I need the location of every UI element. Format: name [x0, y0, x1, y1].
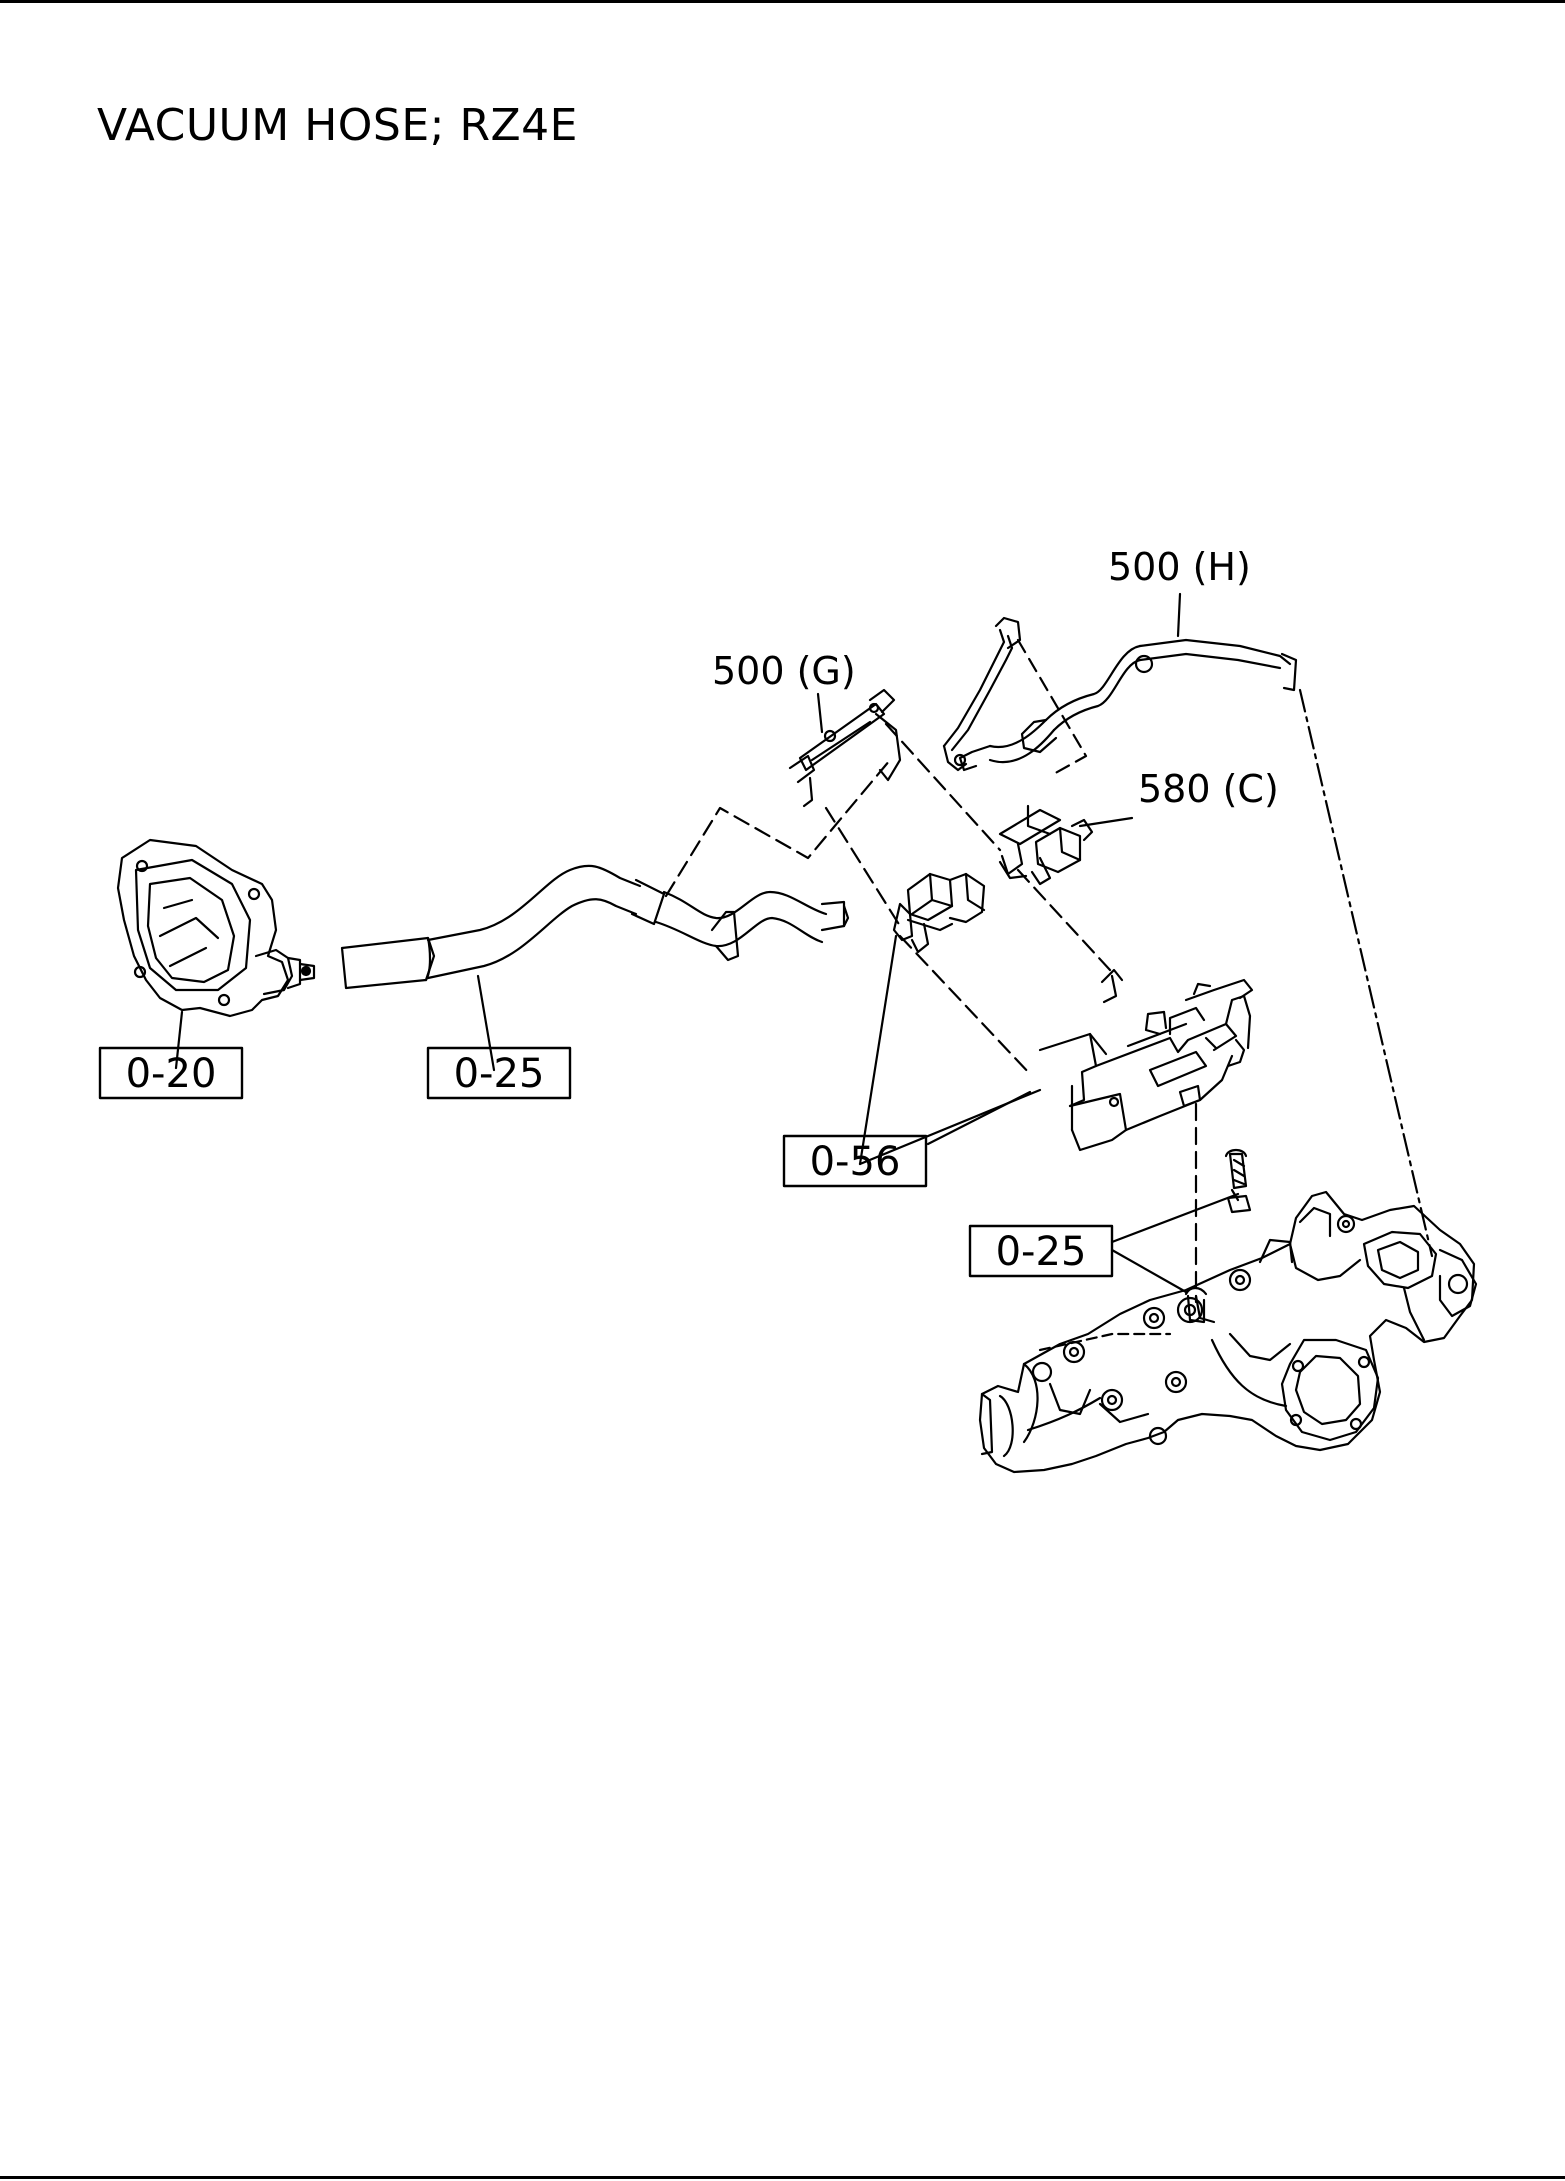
- callout-pump: 0-20: [126, 1051, 217, 1097]
- page-title: VACUUM HOSE; RZ4E: [97, 100, 578, 151]
- callout-valve-c: 580 (C): [1138, 767, 1279, 811]
- callout-box-hose: [426, 1046, 572, 1100]
- leader-056-c: [926, 1090, 1032, 1146]
- callout-box-pump: [98, 1046, 244, 1100]
- intake-manifold: [978, 1190, 1478, 1474]
- leader-025-lower-b: [1110, 1248, 1188, 1294]
- dashed-align-2: [898, 934, 1032, 1076]
- callout-hose: 0-25: [454, 1051, 545, 1097]
- callout-box-bolt: [968, 1224, 1114, 1278]
- dashed-align-3: [1016, 868, 1112, 972]
- leader-025-lower-a: [1110, 1192, 1240, 1244]
- hose-dashed-link: [664, 758, 892, 898]
- solenoid-bracket: [1038, 968, 1254, 1152]
- top-border: [0, 0, 1565, 3]
- solenoid-valve-lower: [892, 872, 986, 954]
- bottom-border: [0, 2176, 1565, 2179]
- callout-box-bracket: [782, 1134, 928, 1188]
- pipe-assembly-g: [788, 688, 902, 808]
- dashed-align-1: [824, 806, 902, 928]
- solenoid-valve-upper: [998, 804, 1134, 886]
- vacuum-pump: [116, 838, 316, 1070]
- callout-pipe-h: 500 (H): [1108, 545, 1251, 589]
- callout-pipe-g: 500 (G): [712, 649, 856, 693]
- pipe-assembly-h: [942, 592, 1298, 778]
- leader-056-a: [858, 934, 898, 1166]
- bolt: [1224, 1148, 1252, 1214]
- vacuum-hose: [340, 864, 850, 1072]
- dashed-pipe-h-manifold: [1298, 688, 1434, 1258]
- callout-bolt: 0-25: [996, 1229, 1087, 1275]
- dashed-align-4: [884, 722, 1002, 852]
- callout-bracket: 0-56: [810, 1139, 901, 1185]
